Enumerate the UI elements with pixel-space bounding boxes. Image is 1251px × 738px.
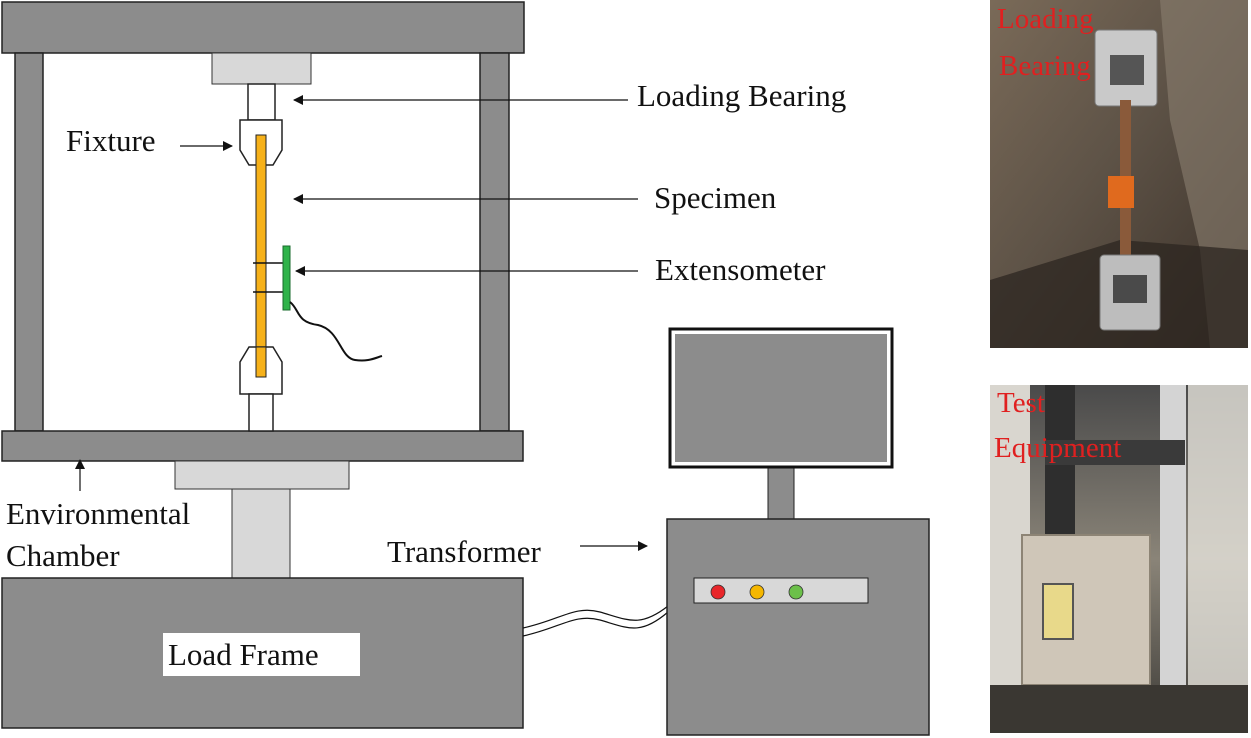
actuator-column <box>231 488 291 579</box>
extensometer <box>253 245 383 362</box>
environmental-chamber <box>1 1 525 462</box>
load-frame: Load Frame <box>1 577 524 729</box>
indicator-light-green <box>788 584 804 600</box>
specimen-bottom-end <box>255 346 267 378</box>
indicator-light-yellow <box>749 584 765 600</box>
loading-train <box>174 52 350 579</box>
environmental-chamber-photo <box>1021 534 1151 686</box>
transformer-cabinet <box>666 518 930 736</box>
chamber-left-column <box>14 52 44 432</box>
upper-loading-bearing <box>247 83 276 121</box>
monitor-screen <box>675 334 887 462</box>
crosshead-photo <box>1045 440 1185 465</box>
fixture-label: Fixture <box>66 123 156 158</box>
lower-grip-jaw <box>1113 275 1147 303</box>
monitor-stand <box>767 465 795 520</box>
photo-bottom-caption-line1: Test <box>997 387 1045 419</box>
extensometer-body <box>282 245 291 311</box>
extensometer-cable <box>289 301 383 362</box>
transformer-label: Transformer <box>387 534 542 569</box>
indicator-light-red <box>710 584 726 600</box>
test-equipment-photo: Test Equipment <box>990 385 1248 733</box>
chamber-label: Chamber <box>6 538 120 573</box>
frame-column-right <box>1160 385 1186 733</box>
environmental-label: Environmental <box>6 496 190 531</box>
lower-actuator-block <box>174 460 350 490</box>
extensometer-label: Extensometer <box>655 252 826 287</box>
extensometer-photo <box>1108 176 1134 208</box>
data-cable <box>522 605 669 637</box>
chamber-top-beam <box>1 1 525 54</box>
upper-grip-jaw <box>1110 55 1144 85</box>
specimen-label: Specimen <box>654 180 777 215</box>
callouts: Loading Bearing Fixture Specimen Extenso… <box>6 78 846 573</box>
load-frame-label: Load Frame <box>168 637 319 672</box>
base-photo <box>990 685 1248 733</box>
photo-top-caption-line2: Bearing <box>999 50 1091 82</box>
load-frame-label-box <box>163 633 360 676</box>
chamber-right-column <box>479 52 510 432</box>
chamber-window-photo <box>1042 583 1074 640</box>
chamber-bottom-beam <box>1 430 524 462</box>
photo-bottom-caption-line2: Equipment <box>994 432 1121 464</box>
transformer <box>666 327 930 736</box>
upper-crosshead <box>211 52 312 85</box>
loading-bearing-label: Loading Bearing <box>637 78 846 113</box>
photo-top-caption-line1: Loading <box>997 3 1094 35</box>
specimen-bar <box>255 134 267 378</box>
right-bright-area <box>1188 385 1248 733</box>
loading-bearing-photo: Loading Bearing <box>990 0 1248 348</box>
lower-loading-bearing <box>248 393 274 432</box>
